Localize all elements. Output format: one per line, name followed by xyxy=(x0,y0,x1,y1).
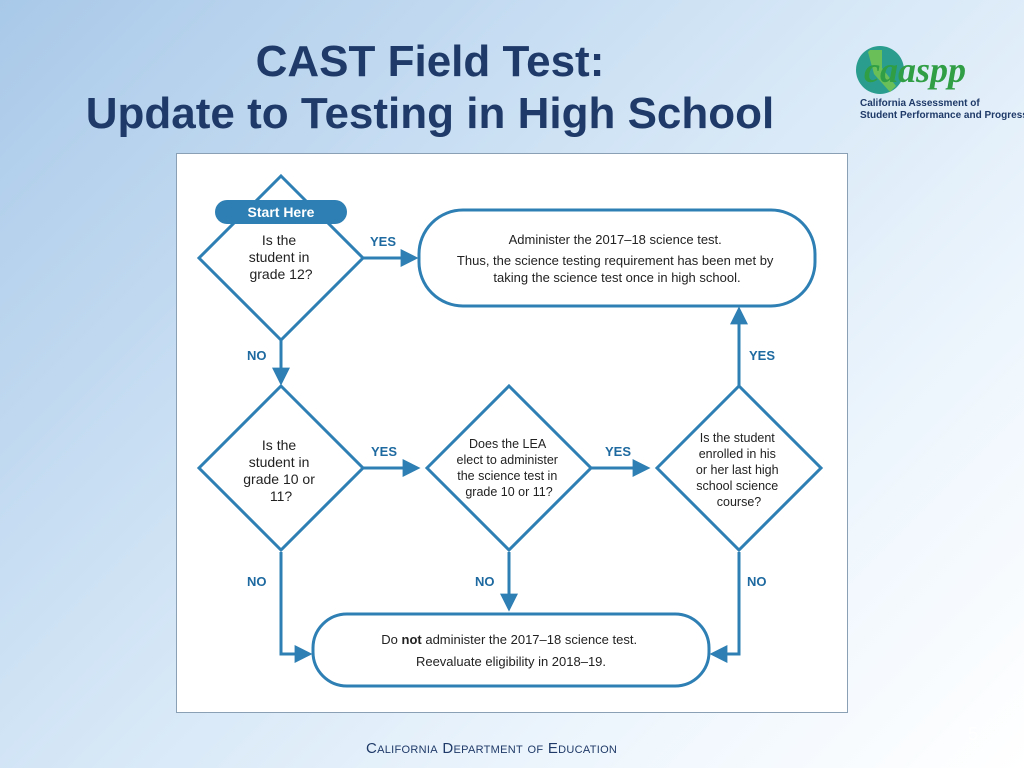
administer-line-3: taking the science test once in high sch… xyxy=(493,270,740,285)
q1-line-2: student in xyxy=(249,249,310,265)
title-line-2: Update to Testing in High School xyxy=(85,89,775,138)
q2-line-3: grade 10 or xyxy=(243,471,315,487)
arrow-q2-to-not-administer xyxy=(279,552,313,663)
q4-line-5: course? xyxy=(717,495,762,509)
svg-text:Administer the 2017–18 science: Administer the 2017–18 science test. Thu… xyxy=(457,232,777,285)
q3-line-3: the science test in xyxy=(457,469,557,483)
result-not-administer: Do not administer the 2017–18 science te… xyxy=(311,612,711,688)
not-administer-line-2: Reevaluate eligibility in 2018–19. xyxy=(416,654,606,669)
flowchart: Is the student in grade 12? Start Here A… xyxy=(196,173,824,688)
label-no-q2: NO xyxy=(247,574,267,589)
logo-wordmark: caaspp xyxy=(864,50,966,90)
q1-line-3: grade 12? xyxy=(249,266,312,282)
q1-line-1: Is the xyxy=(262,232,296,248)
svg-text:Is the student enrolle: Is the student enrolled in his or her la… xyxy=(696,431,782,509)
svg-text:Do not administer the 2017–18: Do not administer the 2017–18 science te… xyxy=(381,632,640,669)
q2-line-1: Is the xyxy=(262,437,296,453)
arrow-q4-to-not-administer xyxy=(709,552,741,663)
administer-line-1: Administer the 2017–18 science test. xyxy=(509,232,722,247)
decision-last-science-course: Is the student enrolled in his or her la… xyxy=(654,383,824,553)
not-administer-pre: Do xyxy=(381,632,401,647)
start-here-badge: Start Here xyxy=(215,200,347,224)
label-no-q4: NO xyxy=(747,574,767,589)
label-no-q1: NO xyxy=(247,348,267,363)
label-yes-q2: YES xyxy=(371,444,397,459)
not-administer-bold: not xyxy=(402,632,423,647)
logo-subtitle: California Assessment of Student Perform… xyxy=(860,98,1024,122)
administer-line-2: Thus, the science testing requirement ha… xyxy=(457,253,774,268)
q4-line-2: enrolled in his xyxy=(699,447,776,461)
start-here-label: Start Here xyxy=(248,204,315,220)
q4-line-1: Is the student xyxy=(700,431,776,445)
footer-org-name: California Department of Education xyxy=(366,740,618,757)
not-administer-post: administer the 2017–18 science test. xyxy=(422,632,637,647)
svg-text:Is the student in: Is the student in grade 10 or 11? xyxy=(243,437,319,504)
decision-grade-10-11: Is the student in grade 10 or 11? xyxy=(196,383,366,553)
q4-line-3: or her last high xyxy=(696,463,779,477)
slide-title: CAST Field Test: Update to Testing in Hi… xyxy=(20,36,840,140)
decision-lea-elects: Does the LEA elect to administer the sci… xyxy=(424,383,594,553)
q4-line-4: school science xyxy=(696,479,778,493)
q3-line-4: grade 10 or 11? xyxy=(465,485,552,499)
page-number: 5 xyxy=(968,724,979,744)
svg-text:Is the student in: Is the student in grade 12? xyxy=(249,232,314,282)
logo-state-shape-icon xyxy=(868,50,896,92)
title-line-1: CAST Field Test: xyxy=(255,37,605,86)
caaspp-logo: caaspp xyxy=(856,46,966,94)
q3-line-1: Does the LEA xyxy=(469,437,547,451)
q3-line-2: elect to administer xyxy=(457,453,558,467)
label-yes-q3: YES xyxy=(605,444,631,459)
flowchart-panel: Is the student in grade 12? Start Here A… xyxy=(176,153,848,713)
result-administer: Administer the 2017–18 science test. Thu… xyxy=(417,208,817,308)
label-yes-q4: YES xyxy=(749,348,775,363)
label-no-q3: NO xyxy=(475,574,495,589)
svg-text:Does the LEA elect to: Does the LEA elect to administer the sci… xyxy=(457,437,562,499)
logo-subtitle-line-1: California Assessment of xyxy=(860,98,980,109)
logo-subtitle-line-2: Student Performance and Progress xyxy=(860,110,1024,121)
q2-line-2: student in xyxy=(249,454,310,470)
q2-line-4: 11? xyxy=(270,488,293,504)
label-yes-q1: YES xyxy=(370,234,396,249)
